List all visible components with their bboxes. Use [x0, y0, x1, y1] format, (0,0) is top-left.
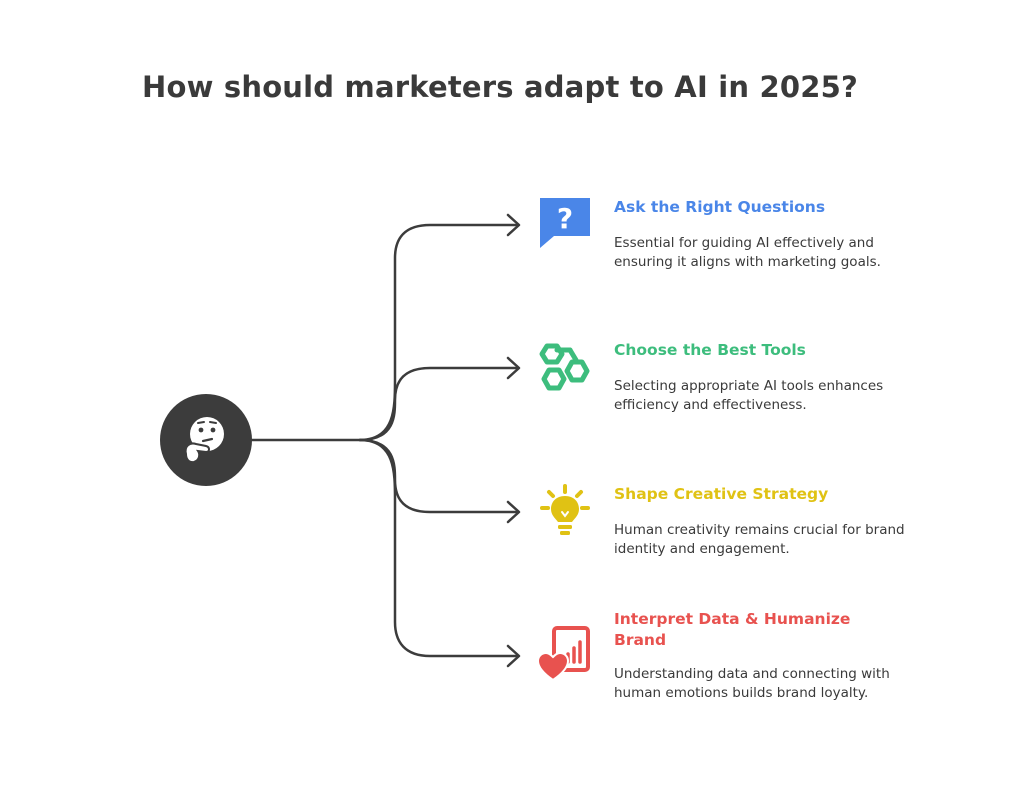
branch-title-interpret-data: Interpret Data & Humanize Brand: [614, 610, 851, 649]
branch-desc-ask-questions: Essential for guiding AI effectively and…: [614, 235, 881, 270]
branch-desc-creative-strategy: Human creativity remains crucial for bra…: [614, 522, 905, 557]
branch-desc-interpret-data: Understanding data and connecting with h…: [614, 666, 890, 701]
connector-branch-2: [358, 366, 520, 442]
hexagon-chain-icon: [539, 343, 590, 391]
connector-branch-1: [358, 223, 520, 442]
question-speech-bubble-icon: ?: [540, 198, 590, 248]
heart-report-icon: [536, 626, 590, 682]
connector-branch-4: [358, 438, 520, 658]
hub-node: [160, 394, 252, 486]
lightbulb-icon: [540, 484, 590, 535]
arrowhead-1: [506, 213, 521, 237]
branch-desc-choose-tools: Selecting appropriate AI tools enhances …: [614, 378, 884, 413]
thinking-face-icon: [184, 417, 224, 464]
branch-title-ask-questions: Ask the Right Questions: [614, 198, 826, 216]
svg-text:?: ?: [557, 202, 573, 235]
arrowhead-2: [506, 356, 521, 380]
connector-branch-3: [358, 438, 520, 514]
arrowhead-4: [506, 644, 521, 668]
arrowhead-3: [506, 500, 521, 524]
branch-title-creative-strategy: Shape Creative Strategy: [614, 485, 829, 503]
branch-title-choose-tools: Choose the Best Tools: [614, 341, 806, 359]
diagram-title: How should marketers adapt to AI in 2025…: [142, 70, 859, 104]
